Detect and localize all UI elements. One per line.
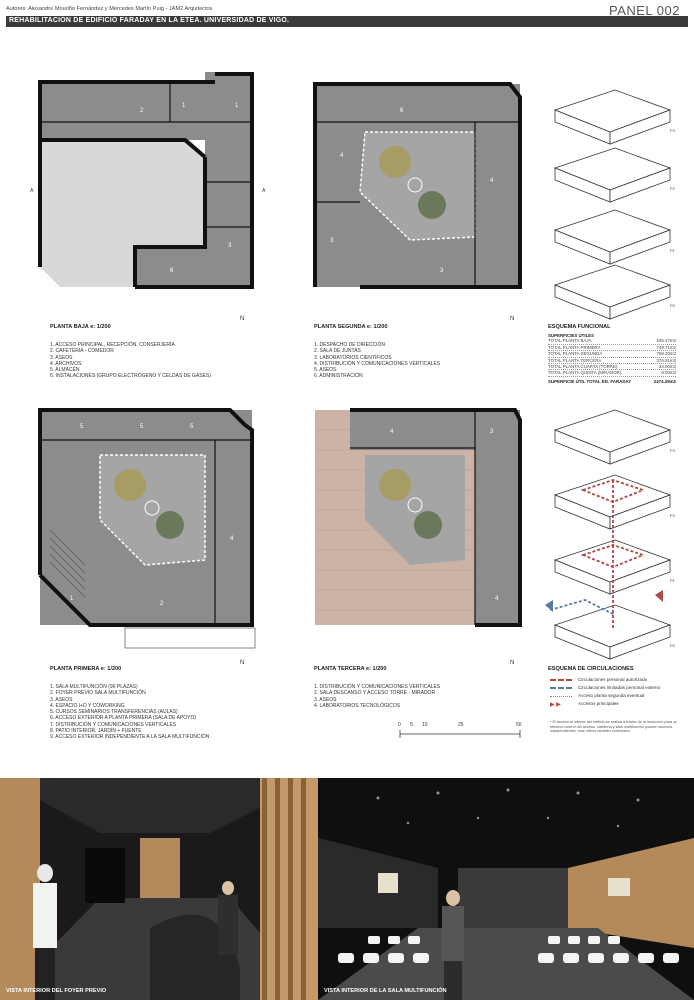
level-label: P0: [670, 303, 676, 308]
circulation-title: ESQUEMA DE CIRCULACIONES: [548, 666, 634, 672]
legend-item: 4. ARCHIVOS: [50, 360, 82, 367]
circulation-legend-item: Circulaciones limitadas personal externo: [550, 684, 680, 692]
svg-text:3: 3: [330, 238, 334, 244]
project-title: REHABILITACIÓN DE EDIFICIO FARADAY EN LA…: [9, 17, 290, 24]
legend-item: 2. FOYER PREVIO SALA MULTIFUNCIÓN: [50, 690, 146, 697]
legend-item: 7. DISTRIBUCIÓN Y COMUNICACIONES VERTICA…: [50, 721, 177, 728]
north-arrow: N: [510, 660, 515, 666]
render-foyer: VISTA INTERIOR DEL FOYER PREVIO: [0, 778, 318, 1000]
title-bar: REHABILITACIÓN DE EDIFICIO FARADAY EN LA…: [6, 16, 688, 27]
legend-item: 4. LABORATORIOS TECNOLÓGICOS: [314, 702, 401, 709]
authors-line: Autores: Alexandre Mouriño Fernández y M…: [6, 6, 213, 12]
circulation-legend: Circulaciones personal autorizado Circul…: [550, 676, 680, 708]
legend-item: 6. ADMINISTRACIÓN: [314, 373, 363, 380]
north-arrow: N: [240, 316, 245, 322]
surfaces-subtitle: SUPERFICIES ÚTILES: [548, 333, 595, 338]
level-label: P3: [670, 128, 676, 133]
legend-item: 6. INSTALACIONES (GRUPO ELECTRÓGENO Y CE…: [50, 373, 211, 380]
legend-item: 1. SALA MULTIFUNCIÓN (96 PLAZAS): [50, 684, 138, 690]
circulation-diagram: P3 P2 P1 P0: [545, 400, 680, 660]
legend-item: 6. ACCESO EXTERIOR A PLANTA PRIMERA (SAL…: [50, 715, 197, 722]
plan-title-primera: PLANTA PRIMERA e: 1/200: [50, 666, 122, 672]
circulation-legend-item: Acceso planta segunda eventual: [550, 692, 680, 700]
legend-item: 8. PATIO INTERIOR, JARDÍN + FUENTE: [50, 728, 142, 735]
render-sala: VISTA INTERIOR DE LA SALA MULTIFUNCIÓN: [318, 778, 694, 1000]
legend-segunda: 1. DESPACHO DE DIRECCIÓN 2. SALA DE JUNT…: [314, 342, 440, 380]
render-caption-sala: VISTA INTERIOR DE LA SALA MULTIFUNCIÓN: [324, 988, 447, 994]
svg-text:3: 3: [490, 429, 494, 435]
level-label: P1: [670, 578, 676, 583]
panel-number: PANEL 002: [609, 3, 680, 18]
svg-text:4: 4: [340, 153, 344, 159]
svg-text:4: 4: [230, 536, 234, 542]
circulation-note: * El acceso al interior del edificio se …: [550, 720, 678, 734]
svg-text:3: 3: [228, 243, 232, 249]
legend-item: 4. ESPACIO I+D Y COWORKING: [50, 702, 125, 709]
north-arrow: N: [510, 316, 515, 322]
svg-text:3: 3: [440, 268, 444, 274]
legend-item: 1. ACCESO PRINCIPAL, RECEPCIÓN, CONSERJE…: [50, 342, 175, 348]
functional-title: ESQUEMA FUNCIONAL: [548, 324, 611, 330]
svg-text:6: 6: [400, 108, 404, 114]
plan-title-segunda: PLANTA SEGUNDA e: 1/200: [314, 324, 388, 330]
legend-item: 3. ASEOS: [50, 354, 73, 361]
plan-title-baja: PLANTA BAJA e: 1/200: [50, 324, 111, 330]
functional-diagram: P3 P2 P1 P0: [545, 80, 680, 320]
svg-text:A: A: [30, 188, 34, 194]
svg-text:2: 2: [140, 108, 144, 114]
svg-text:A: A: [262, 188, 266, 194]
legend-item: 3. LABORATORIOS CIENTÍFICOS: [314, 354, 392, 361]
svg-text:1: 1: [70, 596, 74, 602]
plan-title-tercera: PLANTA TERCERA e: 1/200: [314, 666, 387, 672]
plan-planta-primera: 5 5 5 4 2 1: [30, 400, 270, 652]
legend-baja: 1. ACCESO PRINCIPAL, RECEPCIÓN, CONSERJE…: [50, 342, 211, 380]
level-label: P3: [670, 448, 676, 453]
level-label: P2: [670, 513, 676, 518]
legend-item: 3. ASEOS: [50, 696, 73, 703]
svg-text:4: 4: [390, 429, 394, 435]
circulation-legend-item: ▶ ▶Accesos principales: [550, 700, 619, 708]
arrow-icon: ▶ ▶: [550, 701, 561, 708]
legend-item: 2. SALA DESCANSO Y ACCESO TORRE - MIRADO…: [314, 690, 436, 697]
svg-text:1: 1: [235, 103, 239, 109]
circulation-legend-item: Circulaciones personal autorizado: [550, 676, 680, 684]
legend-primera: 1. SALA MULTIFUNCIÓN (96 PLAZAS) 2. FOYE…: [50, 684, 209, 741]
plan-planta-tercera: 4 3 4: [300, 400, 540, 652]
graphic-scale: 0 5 10 25 50: [398, 722, 522, 738]
svg-text:4: 4: [490, 178, 494, 184]
level-label: P0: [670, 643, 676, 648]
legend-item: 9. ACCESO EXTERIOR INDEPENDIENTE A LA SA…: [50, 734, 210, 741]
legend-item: 5. ASEOS: [314, 367, 337, 374]
svg-text:5: 5: [80, 424, 84, 430]
plan-planta-baja: 2 1 1 3 6 A A: [30, 62, 270, 312]
legend-item: 5. CURSOS SEMINARIOS TRANSFERENCIAS (AUL…: [50, 709, 178, 716]
svg-text:6: 6: [170, 268, 174, 274]
svg-text:5: 5: [140, 424, 144, 430]
level-label: P1: [670, 248, 676, 253]
surface-row: TOTAL PLANTA QUINTA (MIRADOR)8.00m2: [548, 370, 676, 377]
legend-item: 1. DESPACHO DE DIRECCIÓN: [314, 342, 386, 348]
legend-item: 1. DISTRIBUCIÓN Y COMUNICACIONES VERTICA…: [314, 684, 441, 690]
svg-text:1: 1: [182, 103, 186, 109]
surface-row: TOTAL PLANTA CUARTA (TORRE)34.00m2: [548, 364, 676, 371]
svg-text:2: 2: [160, 601, 164, 607]
legend-item: 4. DISTRIBUCIÓN Y COMUNICACIONES VERTICA…: [314, 360, 441, 367]
svg-text:4: 4: [495, 596, 499, 602]
legend-item: 2. CAFETERÍA - COMEDOR: [50, 348, 114, 355]
legend-item: 5. ALMACÉN: [50, 367, 80, 374]
render-caption-foyer: VISTA INTERIOR DEL FOYER PREVIO: [6, 988, 107, 994]
north-arrow: N: [240, 660, 245, 666]
legend-item: 2. SALA DE JUNTAS: [314, 348, 361, 355]
plan-planta-segunda: 6 4 3 3 4: [300, 62, 540, 312]
legend-tercera: 1. DISTRIBUCIÓN Y COMUNICACIONES VERTICA…: [314, 684, 440, 709]
level-label: P2: [670, 186, 676, 191]
legend-item: 3. ASEOS: [314, 696, 337, 703]
svg-text:5: 5: [190, 424, 194, 430]
